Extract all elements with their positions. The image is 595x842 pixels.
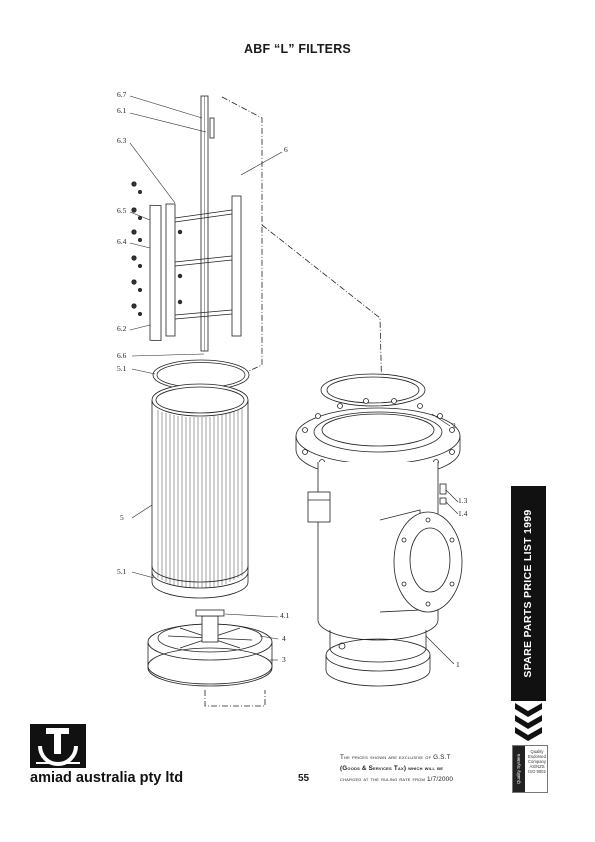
chevron-decoration-icon — [515, 703, 542, 741]
center-shaft — [200, 95, 215, 352]
company-logo — [30, 724, 86, 768]
callout-4-1: 4.1 — [280, 611, 290, 620]
leader-lines — [129, 95, 459, 665]
filter-screen — [151, 383, 249, 599]
quality-line-4: AS/NZS ISO 9002 — [528, 764, 546, 774]
callout-6-3: 6.3 — [117, 136, 127, 145]
callout-1-3: 1.3 — [458, 496, 468, 505]
gst-note-line-3: charged at the ruling rate from 1/7/2000 — [340, 776, 454, 783]
quality-endorsed-badge: Quality System Quality Endorsed Company … — [512, 745, 548, 793]
callout-2: 2 — [452, 421, 456, 430]
gst-note-line-1: The prices shown are exclusive of G.S.T — [340, 754, 451, 761]
quality-system-label: Quality System — [516, 753, 521, 785]
quality-line-3: Company — [528, 759, 546, 764]
callout-6: 6 — [284, 145, 288, 154]
page-number: 55 — [298, 773, 310, 784]
bottom-wheel — [147, 609, 273, 687]
callout-6-1: 6.1 — [117, 106, 127, 115]
callout-5: 5 — [120, 513, 124, 522]
callout-6-5: 6.5 — [117, 206, 127, 215]
page-title: ABF “L” FILTERS — [244, 42, 351, 56]
gst-note-line-2: (Goods & Services Tax) which will be — [340, 765, 444, 772]
callout-4: 4 — [282, 634, 286, 643]
callout-6-6: 6.6 — [117, 351, 127, 360]
quality-line-2: Endorsed — [528, 754, 546, 759]
company-name: amiad australia pty ltd — [30, 770, 184, 786]
assembly-line-housing — [261, 224, 383, 401]
gst-note: The prices shown are exclusive of G.S.T … — [340, 752, 508, 785]
quality-line-1: Quality — [530, 749, 544, 754]
price-list-band: SPARE PARTS PRICE LIST 1999 — [511, 486, 546, 701]
callout-6-7: 6.7 — [117, 90, 127, 99]
assembly-line-right — [221, 96, 263, 376]
assembly-line-bottom — [204, 690, 266, 707]
callout-1: 1 — [456, 660, 460, 669]
callout-3: 3 — [282, 655, 286, 664]
filter-housing — [295, 373, 463, 687]
callout-6-4: 6.4 — [117, 237, 127, 246]
callout-6-2: 6.2 — [117, 324, 127, 333]
cleaning-frame — [149, 195, 242, 342]
callout-1-4: 1.4 — [458, 509, 468, 518]
callout-5-1-top: 5.1 — [117, 364, 127, 373]
nozzle-screws — [131, 181, 183, 316]
price-list-band-text: SPARE PARTS PRICE LIST 1999 — [522, 509, 534, 678]
callout-5-1-bottom: 5.1 — [117, 567, 127, 576]
